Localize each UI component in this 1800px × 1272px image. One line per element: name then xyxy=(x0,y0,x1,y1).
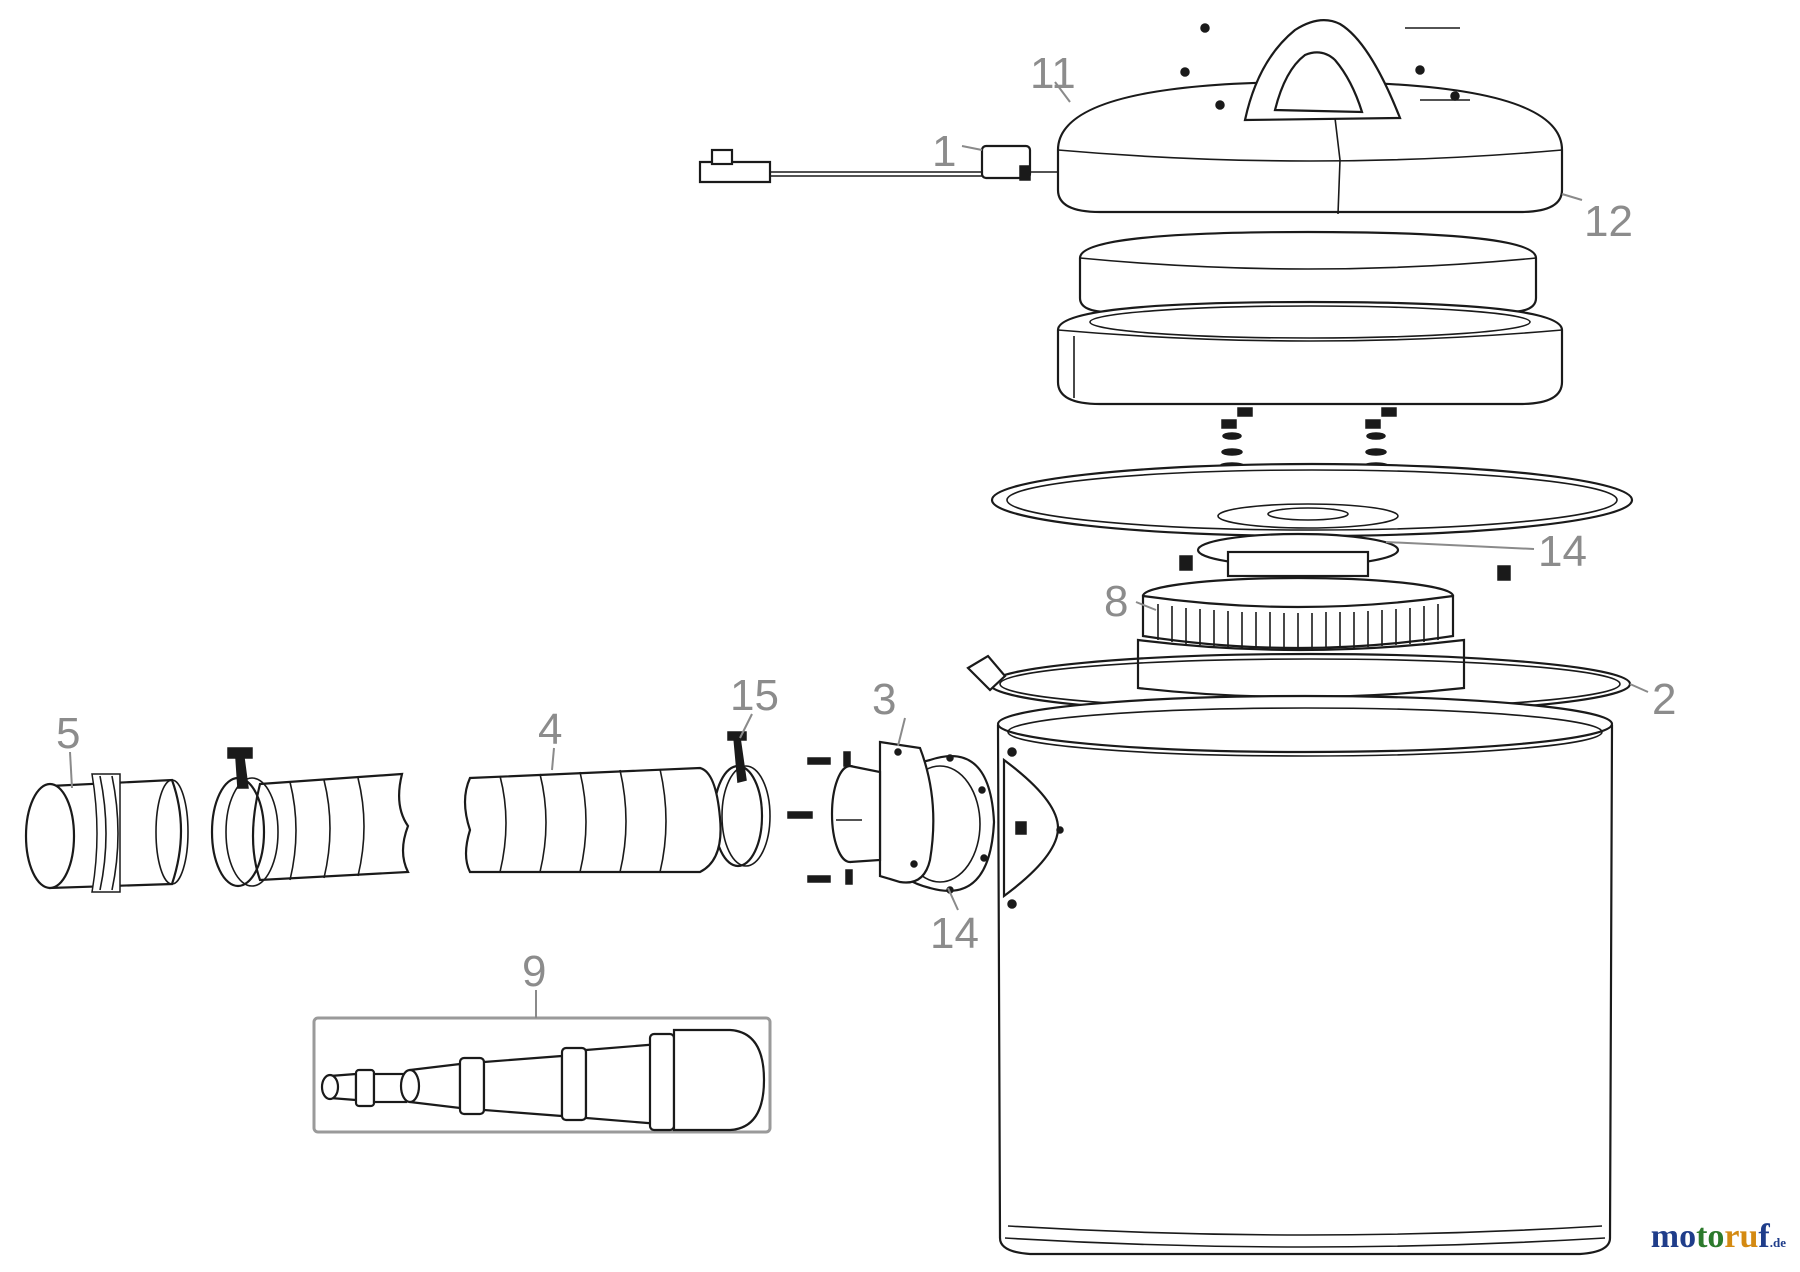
motoruf-watermark: motoruf.de xyxy=(1651,1218,1786,1256)
hose-clamp-left xyxy=(210,747,279,888)
motor-head-cover xyxy=(1056,19,1564,215)
hose-left-section xyxy=(251,772,410,882)
watermark-part-1: mo xyxy=(1650,1218,1697,1255)
watermark-part-3: ru xyxy=(1724,1218,1759,1255)
callout-15: 15 xyxy=(730,671,779,720)
baffle-plate xyxy=(990,462,1634,538)
filter-cartridge xyxy=(1056,300,1564,406)
callout-12: 12 xyxy=(1584,197,1633,246)
callout-numbers: 11 12 1 14 8 2 3 4 5 15 14 9 xyxy=(56,49,1676,996)
watermark-suffix: .de xyxy=(1769,1235,1786,1250)
callout-4: 4 xyxy=(538,705,562,754)
leader-lines xyxy=(69,81,1649,1018)
callout-14-bottom: 14 xyxy=(930,909,979,958)
motor-fan-housing xyxy=(1136,532,1511,699)
adapter-kit-group xyxy=(312,1016,772,1134)
callout-3: 3 xyxy=(872,675,896,724)
foam-filter-disc xyxy=(1078,230,1538,314)
hose-right-section xyxy=(463,766,722,874)
callout-11: 11 xyxy=(1030,49,1076,98)
hose-connector xyxy=(24,773,189,893)
callout-1: 1 xyxy=(932,127,956,176)
hose-clamp-right xyxy=(712,731,771,868)
watermark-part-2: to xyxy=(1696,1218,1725,1255)
callout-8: 8 xyxy=(1104,577,1128,626)
watermark-part-4: f xyxy=(1758,1218,1770,1255)
switch-and-cable xyxy=(698,144,1058,184)
callout-14-top: 14 xyxy=(1538,527,1587,576)
callout-2: 2 xyxy=(1652,675,1676,724)
screws-and-washers xyxy=(1219,407,1397,470)
callout-9: 9 xyxy=(522,947,546,996)
callout-5: 5 xyxy=(56,709,80,758)
inlet-flange xyxy=(787,740,935,885)
tank-drum xyxy=(996,694,1614,1256)
